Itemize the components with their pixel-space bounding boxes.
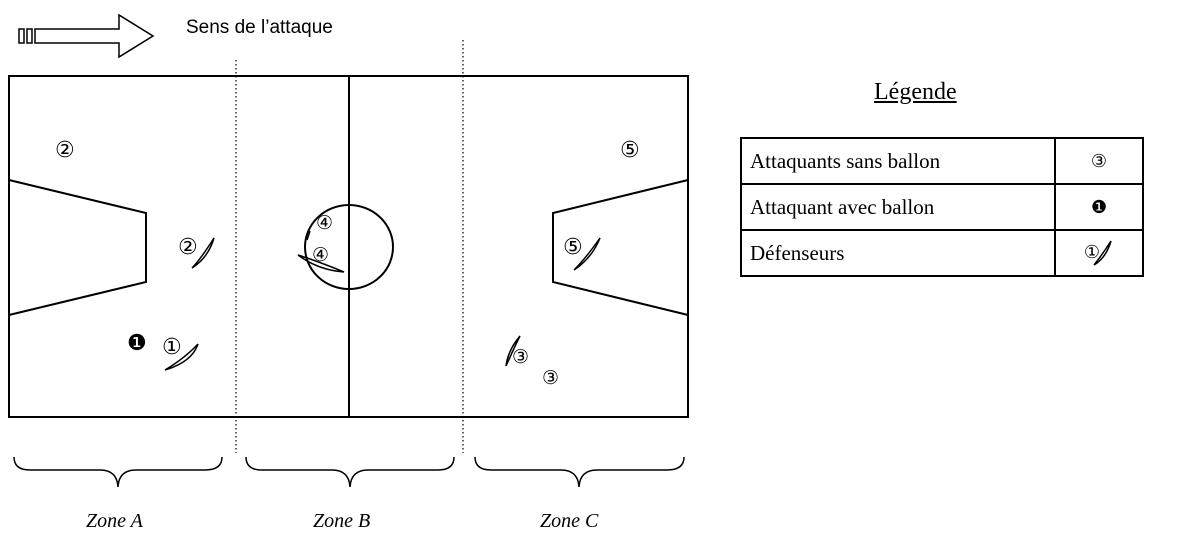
defender-5-crescent <box>573 237 601 271</box>
attacker-free-zone-a: ② <box>55 138 75 163</box>
attack-direction-label: Sens de l’attaque <box>186 17 333 38</box>
attacker-free-5: ⑤ <box>620 138 640 163</box>
zone-a-label: Zone A <box>86 510 143 532</box>
zone-c-label: Zone C <box>540 510 599 532</box>
zone-b-brace <box>245 456 455 488</box>
legend-row: Attaquants sans ballon ③ <box>740 137 1144 185</box>
defender-3-crescent <box>505 335 521 367</box>
defender-4-number: ④ <box>312 244 330 266</box>
attacker-free-3: ③ <box>542 367 560 389</box>
legend-symbol-attacker-ball: ❶ <box>1054 183 1144 231</box>
center-circle <box>304 204 394 291</box>
defender-2-crescent <box>191 237 215 269</box>
legend-row: Attaquant avec ballon ❶ <box>740 183 1144 231</box>
legend-table: Attaquants sans ballon ③ Attaquant avec … <box>740 137 1144 277</box>
legend-symbol-defender: ① <box>1054 229 1144 277</box>
legend-defender-number: ① <box>1083 242 1101 263</box>
defender-4-crescent <box>297 254 345 273</box>
legend-label: Défenseurs <box>740 229 1056 277</box>
defender-4-mark <box>306 230 311 241</box>
defender-5-number: ⑤ <box>563 235 583 260</box>
legend-title: Légende <box>874 79 957 105</box>
legend-label: Attaquant avec ballon <box>740 183 1056 231</box>
attacker-free-zone-b: ④ <box>316 212 334 234</box>
legend-label: Attaquants sans ballon <box>740 137 1056 185</box>
left-goal-area <box>8 179 147 316</box>
zone-c-brace <box>474 456 685 488</box>
attacker-with-ball: ❶ <box>127 331 147 356</box>
zone-b-label: Zone B <box>313 510 371 532</box>
legend-row: Défenseurs ① <box>740 229 1144 277</box>
right-goal-area <box>552 179 689 316</box>
attack-direction-arrow-icon <box>18 13 155 59</box>
legend-symbol-attacker-free: ③ <box>1054 137 1144 185</box>
defender-1-crescent <box>164 343 199 371</box>
defender-2-number: ② <box>178 235 198 260</box>
defender-1-number: ① <box>162 335 182 360</box>
defender-crescent-icon <box>1093 240 1112 266</box>
defender-3-number: ③ <box>512 346 530 368</box>
zone-a-brace <box>13 456 223 488</box>
